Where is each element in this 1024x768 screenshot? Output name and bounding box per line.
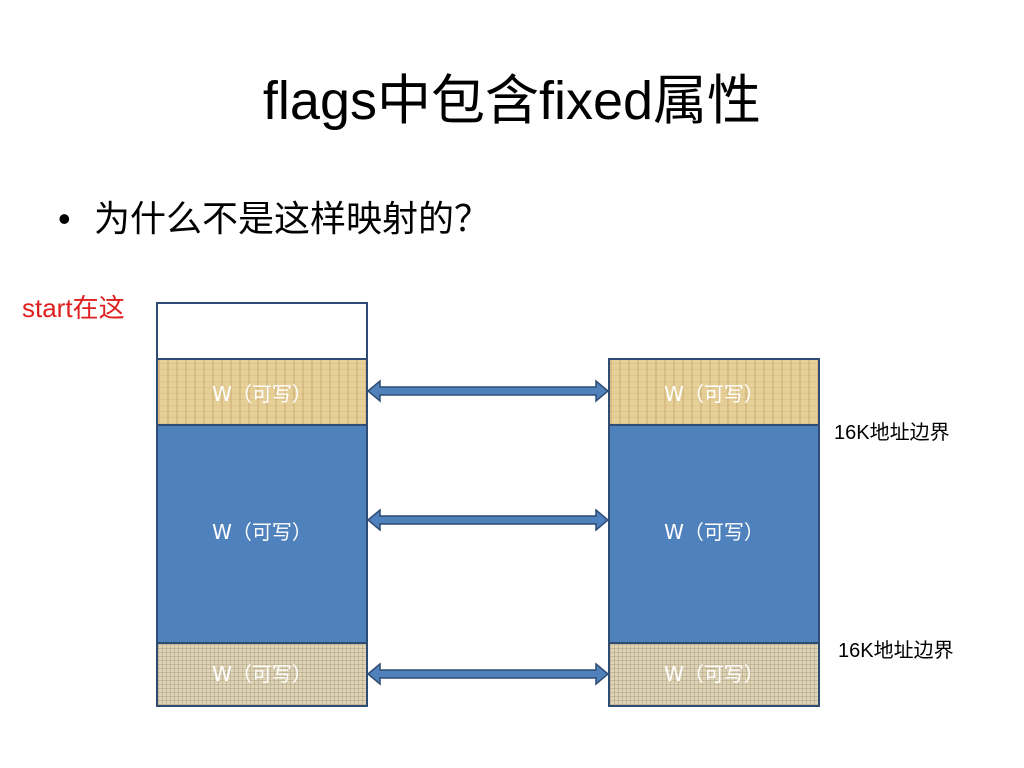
bullet-text: 为什么不是这样映射的？: [94, 199, 491, 240]
double-arrow-middle: [366, 508, 610, 532]
right-writable-block-middle: W（可写）: [608, 424, 820, 644]
left-writable-block-middle: W（可写）: [156, 424, 368, 644]
start-label: start在这: [22, 293, 125, 323]
bullet-marker: •: [58, 198, 71, 239]
right-writable-block-top: W（可写）: [608, 358, 820, 426]
boundary-label-16k-lower: 16K地址边界: [838, 640, 954, 662]
right-writable-block-bottom: W（可写）: [608, 642, 820, 707]
left-empty-block: [156, 302, 368, 360]
double-arrow-top: [366, 379, 610, 403]
bullet-item: • 为什么不是这样映射的？: [58, 190, 490, 242]
double-arrow-bottom: [366, 662, 610, 686]
boundary-label-16k-upper: 16K地址边界: [834, 422, 950, 444]
left-writable-block-bottom: W（可写）: [156, 642, 368, 707]
slide-title: flags中包含fixed属性: [262, 71, 762, 131]
